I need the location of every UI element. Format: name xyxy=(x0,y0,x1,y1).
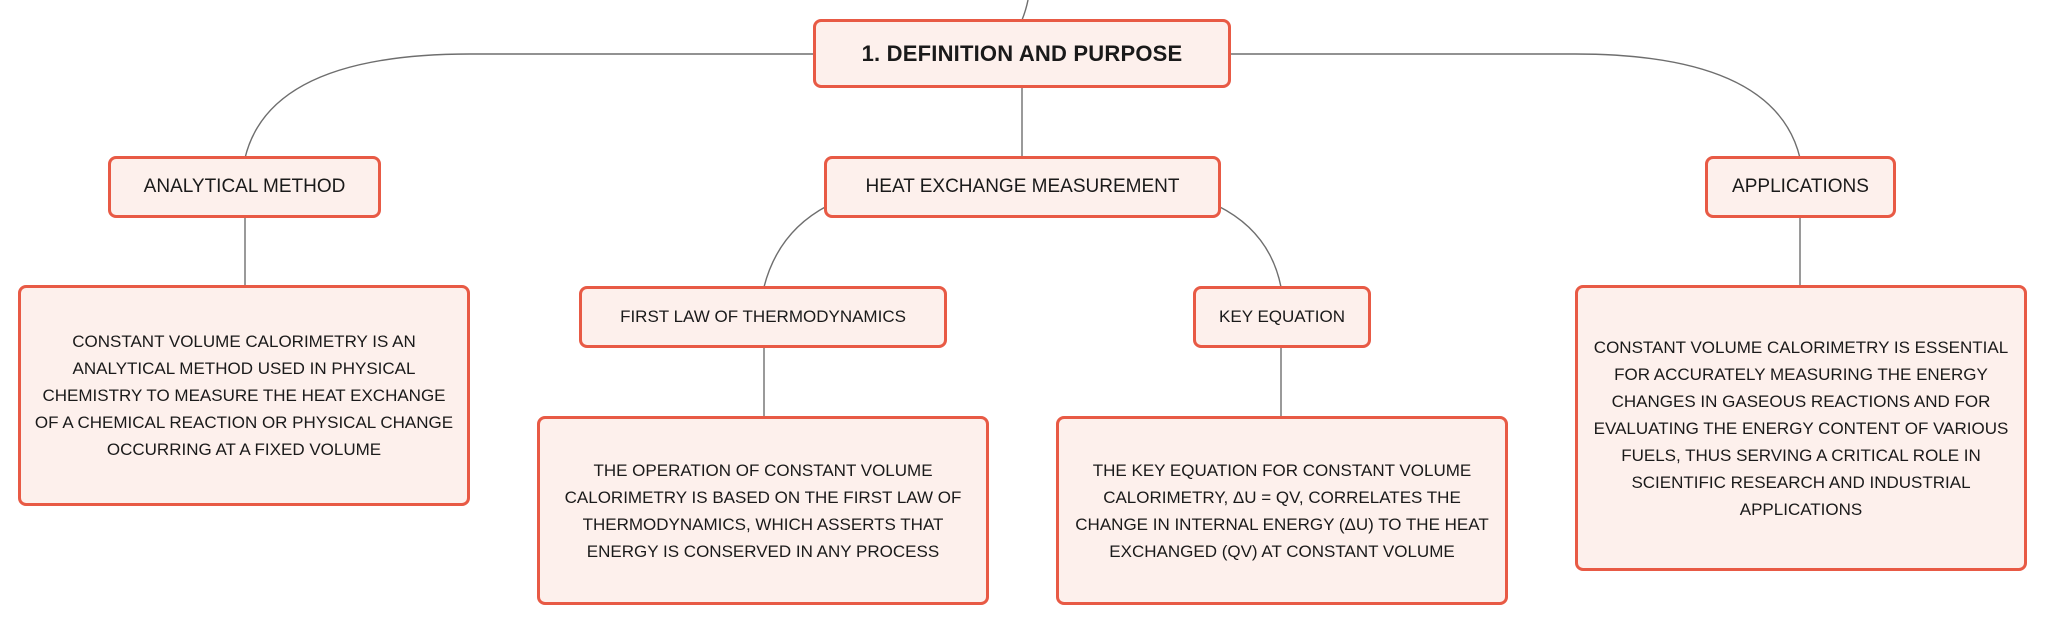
connector-heat-first-law xyxy=(763,205,828,288)
detail-analytical-method-text: CONSTANT VOLUME CALORIMETRY IS AN ANALYT… xyxy=(34,332,454,459)
detail-first-law-text: THE OPERATION OF CONSTANT VOLUME CALORIM… xyxy=(564,460,962,561)
node-key-equation[interactable]: KEY EQUATION xyxy=(1193,286,1371,348)
parent-connector xyxy=(1021,0,1029,21)
node-analytical-method-label: ANALYTICAL METHOD xyxy=(143,176,346,197)
detail-key-equation-text: THE KEY EQUATION FOR CONSTANT VOLUME CAL… xyxy=(1075,460,1489,561)
node-first-law-label: FIRST LAW OF THERMODYNAMICS xyxy=(620,307,906,326)
node-applications-label: APPLICATIONS xyxy=(1732,176,1869,197)
connector-root-applications xyxy=(1230,53,1801,159)
node-applications[interactable]: APPLICATIONS xyxy=(1705,156,1896,218)
node-analytical-method[interactable]: ANALYTICAL METHOD xyxy=(108,156,381,218)
detail-applications[interactable]: CONSTANT VOLUME CALORIMETRY IS ESSENTIAL… xyxy=(1575,285,2027,571)
connector-root-analytical xyxy=(244,53,815,159)
node-first-law[interactable]: FIRST LAW OF THERMODYNAMICS xyxy=(579,286,947,348)
detail-key-equation[interactable]: THE KEY EQUATION FOR CONSTANT VOLUME CAL… xyxy=(1056,416,1508,605)
root-label: 1. DEFINITION AND PURPOSE xyxy=(861,40,1183,66)
connector-heat-key-equation xyxy=(1217,205,1282,288)
detail-applications-text: CONSTANT VOLUME CALORIMETRY IS ESSENTIAL… xyxy=(1593,337,2009,519)
detail-first-law[interactable]: THE OPERATION OF CONSTANT VOLUME CALORIM… xyxy=(537,416,989,605)
node-key-equation-label: KEY EQUATION xyxy=(1219,307,1345,326)
node-heat-exchange-measurement[interactable]: HEAT EXCHANGE MEASUREMENT xyxy=(824,156,1221,218)
detail-analytical-method[interactable]: CONSTANT VOLUME CALORIMETRY IS AN ANALYT… xyxy=(18,285,470,506)
node-heat-exchange-measurement-label: HEAT EXCHANGE MEASUREMENT xyxy=(865,176,1180,197)
root-node[interactable]: 1. DEFINITION AND PURPOSE xyxy=(813,19,1231,88)
